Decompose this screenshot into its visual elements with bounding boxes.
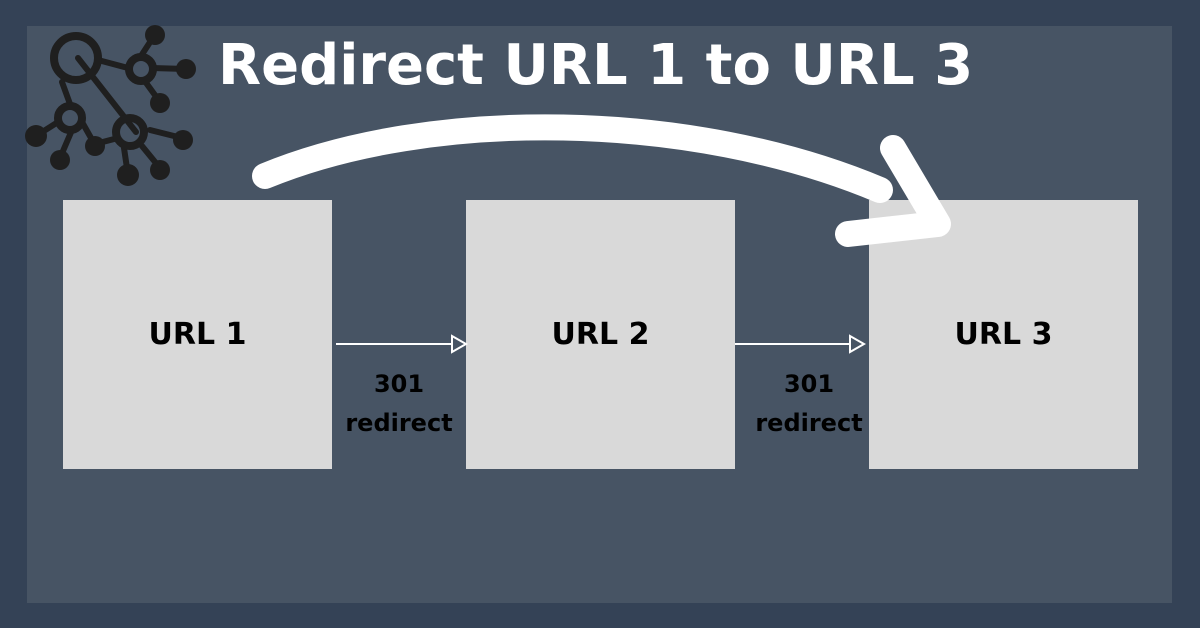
page-title: Redirect URL 1 to URL 3	[218, 33, 974, 98]
url-2-box: URL 2	[466, 200, 735, 469]
url-2-label: URL 2	[551, 317, 650, 352]
edge-label-text: redirect	[755, 409, 863, 437]
edge-label-code: 301	[373, 370, 425, 398]
edge-label-code: 301	[783, 370, 835, 398]
url-3-label: URL 3	[954, 317, 1053, 352]
url-3-box: URL 3	[869, 200, 1138, 469]
edge-label-text: redirect	[345, 409, 453, 437]
edge-label-301-redirect-1: 301 redirect	[334, 365, 464, 443]
url-1-label: URL 1	[148, 317, 247, 352]
url-1-box: URL 1	[63, 200, 332, 469]
edge-label-301-redirect-2: 301 redirect	[744, 365, 874, 443]
